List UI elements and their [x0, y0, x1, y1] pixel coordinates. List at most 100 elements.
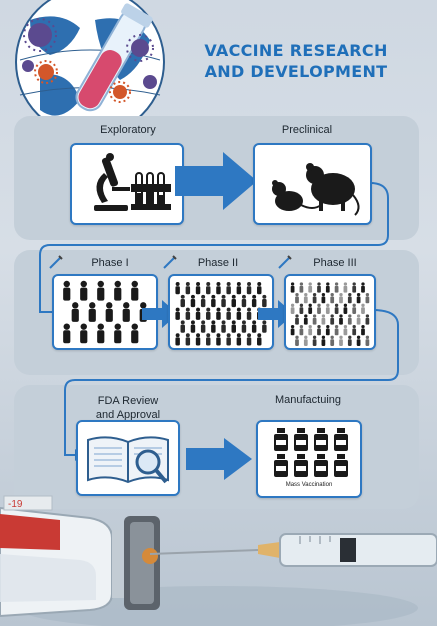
- person-icon: [308, 303, 313, 314]
- person-icon: [131, 323, 139, 344]
- person-icon: [317, 303, 321, 314]
- person-icon: [241, 320, 247, 333]
- person-icon: [334, 325, 339, 336]
- person-icon: [325, 303, 330, 314]
- person-icon: [352, 282, 357, 293]
- stage-label-fda: FDA Review and Approval: [95, 395, 161, 421]
- person-icon: [299, 282, 304, 293]
- person-icon: [343, 303, 348, 314]
- stage-label-manufacturing: Manufactuing: [274, 394, 342, 406]
- mass-vaccination-label: Mass Vaccination: [285, 482, 333, 488]
- person-icon: [330, 335, 335, 346]
- person-icon: [299, 325, 304, 336]
- person-icon: [180, 294, 185, 308]
- person-icon: [185, 307, 191, 320]
- person-icon: [122, 302, 130, 322]
- person-icon: [175, 282, 180, 295]
- card-phase1: [52, 274, 158, 350]
- person-icon: [206, 333, 211, 346]
- people-medium-group-icon: [175, 282, 267, 346]
- person-icon: [295, 335, 299, 346]
- person-icon: [334, 303, 339, 314]
- person-icon: [343, 282, 348, 293]
- person-icon: [365, 293, 370, 304]
- person-icon: [211, 320, 216, 333]
- person-icon: [325, 282, 330, 293]
- person-icon: [352, 325, 357, 336]
- person-icon: [352, 303, 357, 314]
- vial-icon: [314, 428, 328, 451]
- person-icon: [97, 280, 105, 301]
- person-icon: [257, 333, 262, 346]
- person-icon: [63, 323, 71, 344]
- person-icon: [361, 325, 365, 336]
- person-icon: [317, 325, 321, 336]
- person-icon: [114, 280, 122, 301]
- person-icon: [308, 325, 313, 336]
- person-icon: [190, 294, 196, 308]
- person-icon: [221, 320, 226, 333]
- person-icon: [339, 335, 343, 346]
- person-icon: [246, 333, 252, 346]
- card-exploratory: [70, 143, 184, 225]
- person-icon: [71, 302, 79, 322]
- person-icon: [295, 293, 299, 304]
- person-icon: [63, 280, 71, 301]
- person-icon: [195, 282, 201, 295]
- person-icon: [185, 282, 191, 295]
- stage-label-phase2: Phase II: [197, 257, 239, 269]
- person-icon: [312, 314, 317, 325]
- person-icon: [312, 293, 317, 304]
- person-icon: [195, 307, 201, 320]
- arrow-icon: [186, 438, 252, 480]
- person-icon: [290, 325, 295, 336]
- person-icon: [246, 282, 252, 295]
- person-icon: [226, 282, 231, 295]
- vial-icon: [274, 454, 288, 477]
- mice-icon: [272, 163, 360, 216]
- vial-icon: [294, 454, 308, 477]
- vial-icon: [294, 428, 308, 451]
- card-manufacturing: Mass Vaccination: [256, 420, 362, 498]
- person-icon: [180, 320, 185, 333]
- vial-icon: [334, 454, 348, 477]
- person-icon: [321, 314, 326, 325]
- person-icon: [80, 323, 88, 344]
- person-icon: [216, 333, 221, 346]
- vial-icon: [274, 428, 288, 451]
- vial-label-text: -19: [8, 499, 23, 510]
- person-icon: [330, 293, 335, 304]
- person-icon: [308, 282, 313, 293]
- person-icon: [303, 293, 308, 304]
- arrow-icon: [175, 152, 257, 210]
- person-icon: [262, 320, 267, 333]
- person-icon: [231, 320, 236, 333]
- globe-virus-illustration: [15, 0, 165, 137]
- person-icon: [185, 333, 191, 346]
- person-icon: [361, 303, 365, 314]
- virus-icon: [22, 18, 157, 89]
- person-icon: [216, 307, 221, 320]
- card-phase2: [168, 274, 274, 350]
- vial-icon: [314, 454, 328, 477]
- person-icon: [114, 323, 122, 344]
- card-phase3: [284, 274, 376, 350]
- person-icon: [356, 314, 361, 325]
- person-icon: [343, 325, 348, 336]
- person-icon: [295, 314, 299, 325]
- person-icon: [236, 307, 242, 320]
- person-icon: [206, 307, 211, 320]
- person-icon: [365, 314, 370, 325]
- stage-label-phase1: Phase I: [91, 257, 129, 269]
- person-icon: [361, 282, 365, 293]
- vaccine-vials-icon: [274, 428, 348, 477]
- person-icon: [251, 294, 257, 308]
- person-icon: [80, 280, 88, 301]
- person-icon: [339, 314, 343, 325]
- person-icon: [236, 333, 242, 346]
- stage-label-phase3: Phase III: [313, 257, 357, 269]
- microscope-icon: [94, 153, 171, 211]
- person-icon: [190, 320, 196, 333]
- person-icon: [175, 333, 180, 346]
- syringe-icon: [49, 255, 63, 269]
